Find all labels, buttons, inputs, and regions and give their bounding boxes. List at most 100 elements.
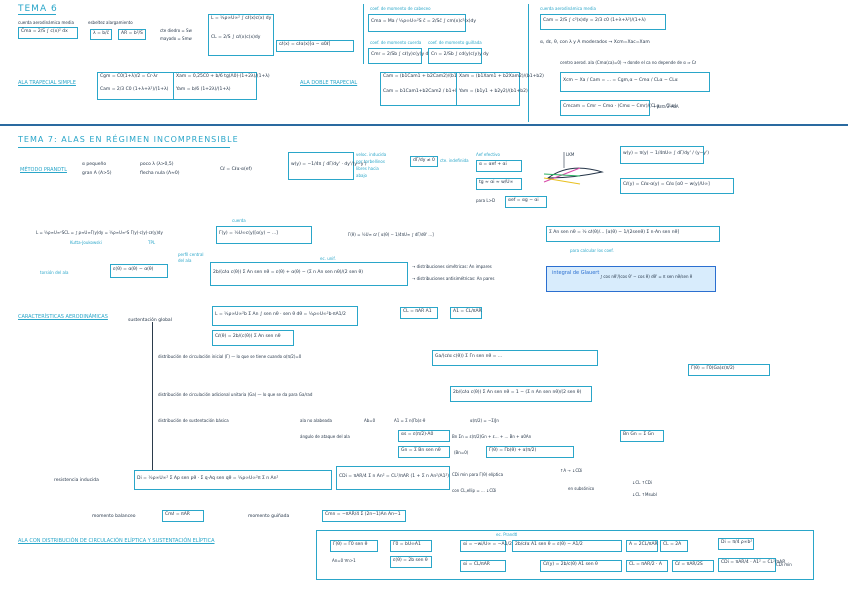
l-equation: L = ½ρ∞U∞²SCL = ∫ ρ∞U∞Γ(y)dy = ½ρ∞U∞²S Γ…	[36, 230, 163, 235]
label-angulo: ángulo de ataque del ala	[300, 434, 350, 439]
box-wy: w(y) = −1/4π ∫ dΓ/dy' · dy'/(y−y')	[288, 152, 366, 180]
box-e4: ε(θ) = 2b sen θ	[390, 556, 432, 568]
box-cl7: CL = πAR A1	[400, 307, 438, 319]
divider-v1	[363, 4, 364, 64]
box-cly: Cℓ(y) = Cℓα·α(y) = Cℓα [α0 − w(y)/U∞]	[620, 178, 734, 194]
note-kutta: Kutta-Joukowski	[70, 240, 102, 245]
cond-flecha: flecha nula (Λ≈0)	[140, 171, 180, 176]
note-ec-prandtl: ec. Prandtl	[496, 532, 518, 537]
note-cdi-ellip: con CL,ellip = ... ↓CDi	[452, 488, 497, 493]
box-ala-doble-right: Xam = (b1Xam1 + b2Xam2)/(b1+b2) Yam = (b…	[456, 72, 544, 106]
label-torsion: torsión del ala	[40, 270, 69, 275]
note-abajo: abajo	[356, 173, 367, 178]
note-dist-sim: → distribuciones simétricas: An impares	[412, 264, 492, 269]
label-sust-global: sustentación global	[128, 318, 172, 323]
note-perfil-central: perfil central	[178, 252, 204, 257]
label-glauert: integral de Glauert	[552, 270, 600, 276]
box-ala-trap-left: Cgm = C0(1+λ)/2 = Cr·λr Cam = 2/3 C0 (1+…	[97, 72, 175, 100]
heading-caract: CARACTERÍSTICAS AERODINÁMICAS	[18, 314, 108, 320]
label-mom-balanceo: momento balanceo	[92, 514, 136, 519]
formula-cma2: Cma = Ma / ½ρ∞U∞²S c̄ = 2/Sc̄ ∫ cm(x)c²(…	[368, 14, 476, 32]
tree-vline	[152, 322, 153, 470]
note-cuerda: cuerda	[232, 218, 246, 223]
label-esbeltez: esbeltez alargamiento	[88, 20, 133, 25]
box-ang4: Gn = Σ Bn sen nθ	[398, 446, 450, 458]
cond-grande: gran A (A>5)	[82, 171, 112, 176]
formula-cmr: Cmr = 2/Sb ∫ cℓ(y)c(y)y dy	[368, 48, 431, 64]
note-tpl: TPL	[148, 240, 156, 245]
box-circ: Ga/(cℓα c(θ)) Σ Γn sen nθ = ...	[432, 350, 598, 366]
note-cte: cte. indefinida	[440, 158, 469, 163]
formula-xcm: Xcm − Xa / Cam = ... = Cgm,α − Cmα / CLα…	[560, 72, 710, 92]
title-underline-7	[18, 147, 230, 148]
box-gamma: Γ(y) = ½U∞c(y)[α(y) − ...]	[216, 226, 312, 244]
ang-f5: (Bn=0)	[454, 450, 469, 455]
note-torb: por torbellinos	[356, 159, 385, 164]
label-no-alabeada: ala no alabeada	[300, 418, 332, 423]
note-alpha-ef: Λef efectivo	[476, 152, 500, 157]
label-resist: resistencia inducida	[54, 478, 99, 483]
cond-poco: poco λ (λ>0,5)	[140, 162, 174, 167]
formula-glauert: ∫ cos nθ'/(cos θ' − cos θ) dθ' = π sen n…	[600, 274, 693, 279]
label-cuerda: cuerda aerodinámica media	[18, 20, 74, 25]
label-mom-guinada: coef. de momento guiñada	[428, 40, 482, 45]
note-alpha-up: ↑A → ↓CDi	[560, 468, 583, 473]
heading-metodo: MÉTODO PRANDTL	[20, 167, 67, 173]
formula-cn: Cn = 2/Sb ∫ cd(y)c(y)y dy	[428, 48, 489, 64]
box-a1: A1 = CL/πAR	[450, 307, 482, 319]
note-cdi-min: CDi min para Γ(θ) elíptica	[452, 472, 504, 477]
heading-ala-doble: ALA DOBLE TRAPECIAL	[300, 80, 358, 86]
label-dist-basica: distribución de sustentación básica	[158, 418, 229, 423]
box-ala-doble-left: Cam = (b1Cam1 + b2Cam2)/(b1+b2) Cam = b1…	[380, 72, 468, 106]
box-e6: αi = −wi/U∞ = −A1/2	[460, 540, 512, 552]
formula-cma: C̄ma = 2/S ∫ c(x)² dx	[18, 27, 78, 39]
note-deps: α, dε, θ, con λ y A moderados → Xcm=Xac=…	[540, 40, 650, 45]
box-l7: L = ½ρ∞U∞²b Σ An ∫ sen nθ · sen θ dθ = ½…	[212, 306, 358, 326]
box-e8: A = 2CL/πAR	[626, 540, 658, 552]
a-eq2: α(π/2) = −Σ/Jn	[470, 418, 499, 423]
gamma-int: Γ(θ) = ½U∞ cℓ [ α(θ) − 1/4πU∞ ∫ dΓ/dθ' .…	[348, 232, 434, 237]
box-e12: Cℓ = πAR/2S	[672, 560, 714, 572]
formula-ar: AR = b²/S	[118, 29, 146, 40]
heading-ala-trapecial: ALA TRAPECIAL SIMPLE	[18, 80, 76, 86]
box-ala-trap-right: Xam = 0,25C0 + b/6 tg(Λ0)·(1+2λ)/(1+λ) Y…	[173, 72, 270, 100]
box-eps: ε(θ) = α(θ) − α(θ)	[110, 264, 168, 278]
note-veloc: veloc. inducida	[356, 152, 387, 157]
box-ang6: Γ(θ) = Γb(θ) + α(π/2)	[486, 446, 574, 458]
note-subsonico: en subsónico	[568, 486, 595, 491]
box-e1: Γ(θ) = Γ0 sen θ	[330, 540, 378, 552]
box-ang3: Bn Gn = Σ Gn	[620, 430, 664, 442]
box-l-cl: L = ½ρ∞U∞² ∫ cℓ(x)c(x) dy CL = 2/S ∫ cℓ(…	[208, 14, 274, 56]
title-underline	[18, 14, 56, 15]
label-dist-adic: distribución de circulación adicional un…	[158, 392, 313, 397]
box-cdi: CDi = πAR/4 Σ n An² = CL²/πAR (1 + Σ n A…	[336, 466, 450, 490]
formula-lambda: λ = b/c̄	[90, 29, 112, 40]
divider-v2	[528, 4, 529, 122]
label-mom-cabeceo: coef. de momento de cabeceo	[370, 6, 431, 11]
box-circ-r: Γ(θ) = Γ0(Ga)ε(π/2)	[688, 364, 770, 376]
box-e7: 2b/cℓα A1 sen θ = ε(θ) − A1/2	[512, 540, 622, 552]
box-cml: Cmℓ = πAR	[162, 510, 204, 522]
box-e13: Di = π/4 ρ∞b²	[718, 538, 754, 550]
box-e14: CDi = πAR/4 · A1² = CL²/πAR	[718, 558, 785, 572]
box-e10: αi = CL/πAR	[460, 560, 506, 572]
label-mayado: mayado = Smw	[160, 36, 192, 41]
label-mom-cuerda: coef. de momento cuerda	[370, 40, 422, 45]
box-ang1: αs = ε(π/2)·A0	[398, 430, 450, 442]
note-para-aoa: → para 2 AoA	[652, 104, 679, 109]
note-cdi-min2: CDi min	[776, 562, 792, 567]
box-e11: CL = πAR/2 · A	[626, 560, 668, 572]
a-zero: Ab=0	[364, 418, 376, 423]
lkm-label: LKM	[566, 152, 575, 157]
airfoil-diagram: LKM	[543, 152, 604, 185]
ang-f2: Bn Σn = ε(π/2)Gn + ε... + ... Bn + α0An	[452, 434, 532, 439]
box-wy2: w(y) = π(y) − 1/4πU∞ ∫ dΓ/dy' / (y−y')	[620, 146, 709, 164]
tema7-title: TEMA 7: ALAS EN RÉGIMEN INCOMPRENSIBLE	[18, 135, 239, 144]
cond-pequeno: α pequeño	[82, 162, 107, 167]
note-para-ld: para L>D	[476, 198, 496, 203]
note-dist-antisim: → distribuciones antisimétricas: An pare…	[412, 276, 495, 281]
box-e9: CL = 2A	[660, 540, 688, 552]
formula-aef2: αef = αg − αi	[505, 196, 547, 208]
note-del-ala: del ala	[178, 258, 192, 263]
note-ec-unif: ec. unif.	[320, 256, 336, 261]
